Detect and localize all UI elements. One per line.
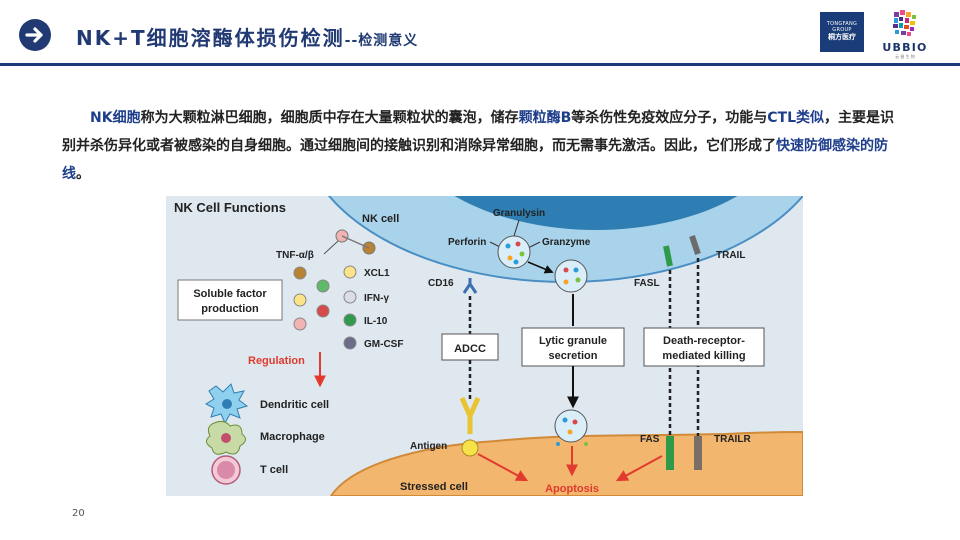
term-defense-line: 快速防御感染的防线	[62, 138, 888, 182]
tongfang-logo: TONGFANG GROUP 桐方医疗	[820, 12, 864, 52]
xcl1-label: XCL1	[364, 268, 390, 279]
arrow-circle-icon	[19, 19, 51, 51]
il10-legend-dot	[343, 313, 357, 327]
macrophage-label: Macrophage	[260, 431, 325, 443]
perforin-label: Perforin	[448, 237, 486, 248]
apoptosis-arrow-left	[477, 453, 529, 482]
ubbio-logo-mark	[893, 10, 916, 36]
dendritic-cell-label: Dendritic cell	[260, 399, 329, 411]
t-cell-label: T cell	[260, 464, 288, 476]
granule-dot	[575, 277, 581, 283]
antigen-dot	[461, 439, 479, 457]
death-receptor-label-1: Death-receptor-	[663, 335, 745, 347]
page-title: NK+T细胞溶酶体损伤检测--检测意义	[76, 26, 419, 50]
granzyme-label: Granzyme	[542, 237, 591, 248]
term-nk-cell: NK细胞	[90, 110, 141, 126]
t-cell-nucleus	[217, 461, 235, 479]
diagram-title: NK Cell Functions	[174, 200, 286, 215]
granule-dot	[556, 442, 560, 446]
fas-label: FAS	[640, 434, 660, 445]
gmcsf-legend-dot	[343, 336, 357, 350]
granule-dot	[513, 259, 519, 265]
page-number: 20	[72, 508, 85, 519]
lytic-granule-label-2: secretion	[549, 350, 598, 362]
antigen-label: Antigen	[410, 441, 447, 452]
granule-dot	[563, 279, 569, 285]
regulation-label: Regulation	[248, 355, 305, 367]
cd16-receptor	[462, 278, 478, 294]
page-subtitle: --检测意义	[344, 33, 419, 49]
granule-dot	[573, 267, 579, 273]
ubbio-logo: UBBIO 云 循 生 物	[874, 8, 936, 59]
apoptosis-arrow-right	[615, 455, 663, 482]
soluble-factor-box	[177, 279, 283, 321]
nk-cell-label: NK cell	[362, 213, 399, 225]
granule-dot	[563, 267, 569, 273]
dendritic-cell-nucleus	[222, 399, 232, 409]
tnf-label-line	[323, 240, 339, 255]
granule-dot	[584, 442, 588, 446]
granzyme-line	[527, 241, 541, 249]
ifn-label: IFN-γ	[364, 293, 389, 304]
fasl-receptor	[663, 245, 673, 267]
il10-label: IL-10	[364, 316, 388, 327]
intro-paragraph: NK细胞称为大颗粒淋巴细胞，细胞质中存在大量颗粒状的囊泡，储存颗粒酶B等杀伤性免…	[62, 110, 894, 182]
cytokine-dot-pink	[293, 317, 307, 331]
antibody-icon	[459, 396, 481, 434]
tnf-bond	[341, 235, 370, 249]
granule-dot	[507, 255, 513, 261]
cytokine-dot-red	[316, 304, 330, 318]
soluble-factor-label-1: Soluble factor	[193, 288, 267, 300]
cd16-label: CD16	[428, 278, 454, 289]
granule-dot	[572, 419, 578, 425]
granule-release-arrow	[527, 261, 554, 274]
granulysin-line	[513, 219, 520, 237]
trailr-label: TRAILR	[714, 434, 751, 445]
lytic-granule-label-1: Lytic granule	[539, 335, 607, 347]
fasl-label: FASL	[634, 278, 660, 289]
trailr-receptor	[694, 436, 702, 470]
trail-label: TRAIL	[716, 250, 745, 261]
cytokine-dot-brown-1	[293, 266, 307, 280]
granulysin-label: Granulysin	[493, 208, 545, 219]
granule-dot	[519, 251, 525, 257]
granule-dot	[505, 243, 511, 249]
cytokine-dot-green-1	[316, 279, 330, 293]
fas-receptor	[666, 436, 674, 470]
trail-receptor	[689, 235, 701, 255]
cytokine-dot-yellow	[293, 293, 307, 307]
apoptosis-label: Apoptosis	[545, 483, 599, 495]
granule-dot	[567, 429, 573, 435]
nk-cell-functions-diagram: NK Cell Functions NK cell TNF-α/β XCL1 I…	[166, 196, 803, 496]
granule-in-target	[554, 409, 588, 443]
header-divider	[0, 63, 960, 66]
stressed-cell-label: Stressed cell	[400, 481, 468, 493]
adcc-label: ADCC	[454, 343, 486, 355]
term-granzyme-b: 颗粒酶B	[518, 110, 572, 126]
granule-in-nk	[497, 235, 531, 269]
xcl1-legend-dot	[343, 265, 357, 279]
soluble-factor-label-2: production	[201, 303, 259, 315]
term-ctl-like: CTL类似	[767, 110, 824, 126]
granule-dot	[562, 417, 568, 423]
gmcsf-label: GM-CSF	[364, 339, 403, 350]
granule-dot	[515, 241, 521, 247]
granule-at-membrane	[554, 259, 588, 293]
macrophage-nucleus	[221, 433, 231, 443]
ifn-legend-dot	[343, 290, 357, 304]
nk-cell-nucleus	[454, 196, 738, 230]
death-receptor-label-2: mediated killing	[662, 350, 745, 362]
tnf-label: TNF-α/β	[276, 250, 314, 261]
death-receptor-box	[643, 327, 765, 367]
